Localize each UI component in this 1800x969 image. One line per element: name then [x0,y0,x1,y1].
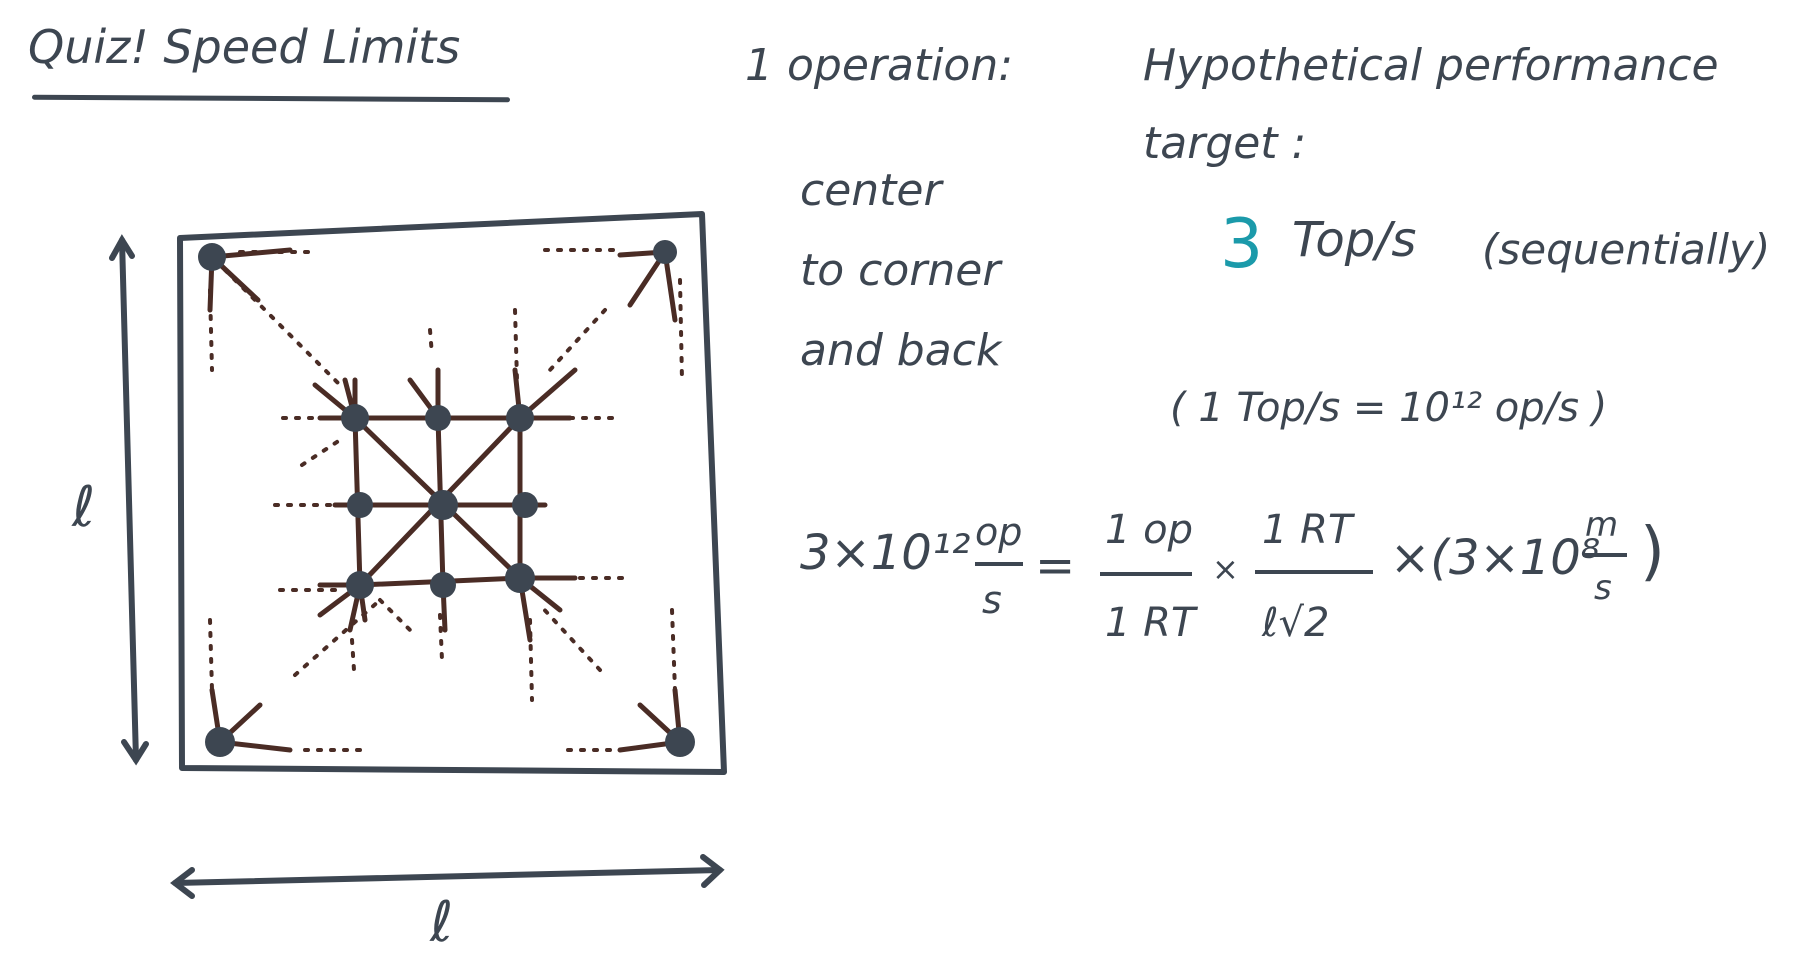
bottom-length-label: ℓ [430,890,454,955]
node-grid-9 [505,563,535,593]
node-top-left [198,243,226,271]
unit-conversion: ( 1 Top/s = 10¹² op/s ) [1170,385,1608,431]
target-note: (sequentially) [1482,225,1771,274]
fraction-2-numerator: 1 RT [1262,507,1353,553]
operation-line-2: to corner [800,245,1001,296]
node-grid-3 [506,404,534,432]
equation-equals-sign: = [1035,538,1076,594]
chip-outline [177,211,727,775]
side-length-label: ℓ [72,475,96,540]
speed-of-light-term: ×(3×10⁸ [1390,530,1601,586]
node-grid-6 [512,492,538,518]
speed-unit-denominator: s [1594,568,1612,608]
operation-label: 1 operation: [745,40,1014,91]
closing-parenthesis: ) [1640,515,1665,589]
node-top-right [653,240,677,264]
fraction-1-denominator: 1 RT [1105,600,1196,646]
equation-left-unit-numerator: op [975,510,1023,554]
speed-unit-bar [1583,553,1627,557]
operation-line-1: center [800,165,942,216]
node-bottom-right [665,727,695,757]
speed-unit-numerator: m [1585,505,1619,545]
node-grid-8 [430,572,456,598]
fraction-1-bar [1100,572,1192,576]
node-grid-5-center [428,490,458,520]
target-value: 3 [1220,205,1264,284]
fraction-1-numerator: 1 op [1105,507,1194,553]
bottom-dimension-arrow [170,854,725,899]
equation-left-value: 3×10¹² [800,525,971,581]
quiz-title: Quiz! Speed Limits [28,20,461,74]
target-unit: Top/s [1292,212,1417,268]
node-bottom-left [205,727,235,757]
side-dimension-arrow [109,234,149,766]
operation-line-3: and back [800,325,1002,376]
fraction-2-bar [1255,570,1373,574]
node-grid-7 [346,571,374,599]
nodes [198,240,695,757]
node-grid-2 [425,405,451,431]
target-heading-line-1: Hypothetical performance [1143,40,1719,91]
equation-left-unit-denominator: s [982,578,1002,622]
target-heading-line-2: target : [1143,118,1307,169]
times-sign: × [1212,550,1239,588]
node-grid-4 [347,492,373,518]
fraction-2-denominator: ℓ√2 [1262,600,1330,646]
node-grid-1 [341,404,369,432]
equation-left-unit-bar [975,562,1023,566]
